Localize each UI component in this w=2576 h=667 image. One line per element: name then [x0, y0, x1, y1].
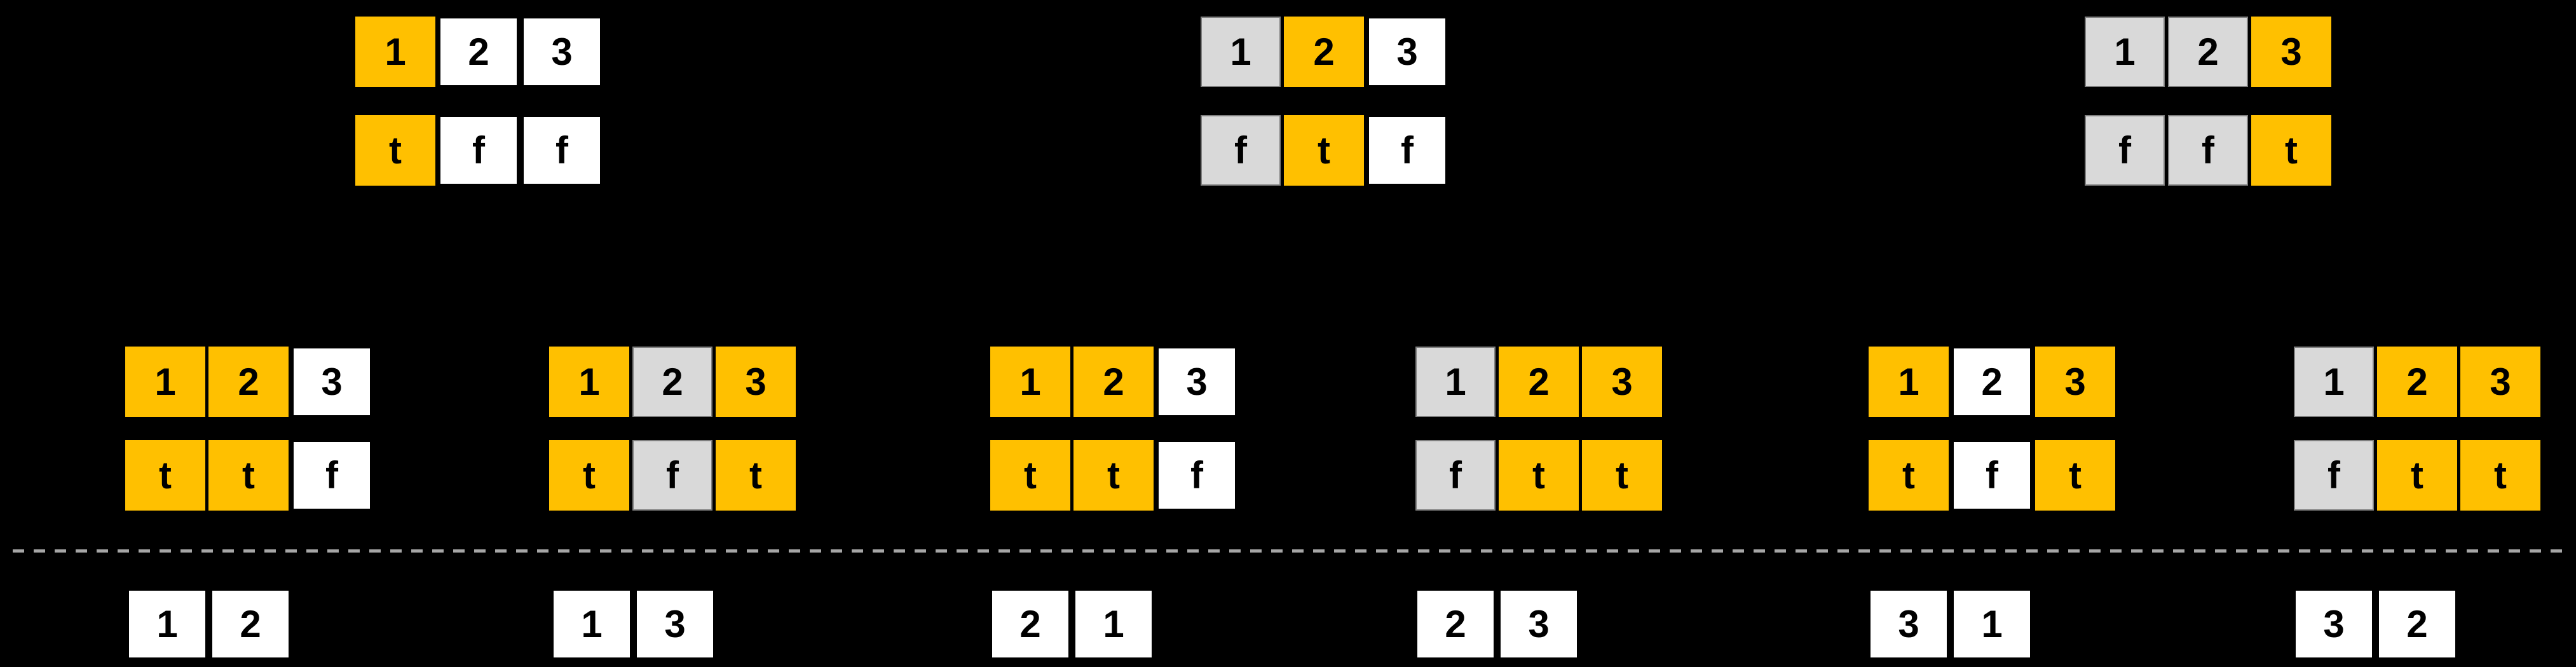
- array-cell: f: [632, 440, 712, 511]
- array-cell: 2: [2377, 347, 2457, 417]
- array-cell: 3: [716, 347, 796, 417]
- array-cell: 1: [1073, 589, 1154, 659]
- array-cell: t: [1869, 440, 1949, 511]
- array-cell: f: [1367, 115, 1447, 186]
- array-cell: 1: [1952, 589, 2032, 659]
- array-cell: 2: [439, 17, 519, 87]
- array-cell: f: [2168, 115, 2248, 186]
- array-cell: 3: [1157, 347, 1237, 417]
- array-cell: 2: [210, 589, 290, 659]
- array-cell: 1: [2294, 347, 2374, 417]
- array-cell: 3: [2294, 589, 2374, 659]
- array-cell: 3: [1869, 589, 1949, 659]
- array-cell: 3: [522, 17, 602, 87]
- array-cell: t: [355, 115, 435, 186]
- array-cell: 3: [1367, 17, 1447, 87]
- array-cell: 1: [355, 17, 435, 87]
- array-cell: 1: [125, 347, 205, 417]
- array-cell: f: [1157, 440, 1237, 511]
- array-cell: 2: [1499, 347, 1579, 417]
- array-cell: t: [716, 440, 796, 511]
- array-cell: 3: [2035, 347, 2115, 417]
- array-cell: 2: [1952, 347, 2032, 417]
- array-cell: f: [439, 115, 519, 186]
- array-cell: t: [1284, 115, 1364, 186]
- array-cell: f: [522, 115, 602, 186]
- array-cell: 1: [1415, 347, 1496, 417]
- array-cell: 1: [127, 589, 207, 659]
- array-cell: 2: [2168, 17, 2248, 87]
- array-cell: 3: [292, 347, 372, 417]
- array-cell: t: [125, 440, 205, 511]
- array-cell: 1: [549, 347, 629, 417]
- array-cell: f: [1952, 440, 2032, 511]
- array-cell: 2: [2377, 589, 2457, 659]
- array-cell: 3: [2251, 17, 2331, 87]
- array-cell: f: [1201, 115, 1281, 186]
- array-cell: 2: [1415, 589, 1496, 659]
- array-cell: 1: [1869, 347, 1949, 417]
- array-cell: 3: [635, 589, 715, 659]
- array-cell: 1: [990, 347, 1070, 417]
- divider-dashed-line: [13, 549, 2563, 553]
- array-cell: 2: [208, 347, 289, 417]
- array-cell: t: [2251, 115, 2331, 186]
- array-cell: 2: [632, 347, 712, 417]
- array-cell: t: [549, 440, 629, 511]
- array-cell: t: [1582, 440, 1662, 511]
- array-cell: f: [2294, 440, 2374, 511]
- array-cell: 3: [2460, 347, 2540, 417]
- array-cell: t: [2035, 440, 2115, 511]
- array-cell: t: [208, 440, 289, 511]
- array-cell: t: [1499, 440, 1579, 511]
- array-cell: 2: [1284, 17, 1364, 87]
- array-cell: 2: [990, 589, 1070, 659]
- array-cell: 3: [1499, 589, 1579, 659]
- array-cell: 1: [1201, 17, 1281, 87]
- array-cell: t: [2377, 440, 2457, 511]
- array-cell: f: [2085, 115, 2165, 186]
- array-cell: 2: [1073, 347, 1154, 417]
- array-cell: 3: [1582, 347, 1662, 417]
- array-cell: t: [1073, 440, 1154, 511]
- array-cell: 1: [552, 589, 632, 659]
- array-cell: 1: [2085, 17, 2165, 87]
- array-cell: f: [292, 440, 372, 511]
- array-cell: f: [1415, 440, 1496, 511]
- array-cell: t: [2460, 440, 2540, 511]
- array-cell: t: [990, 440, 1070, 511]
